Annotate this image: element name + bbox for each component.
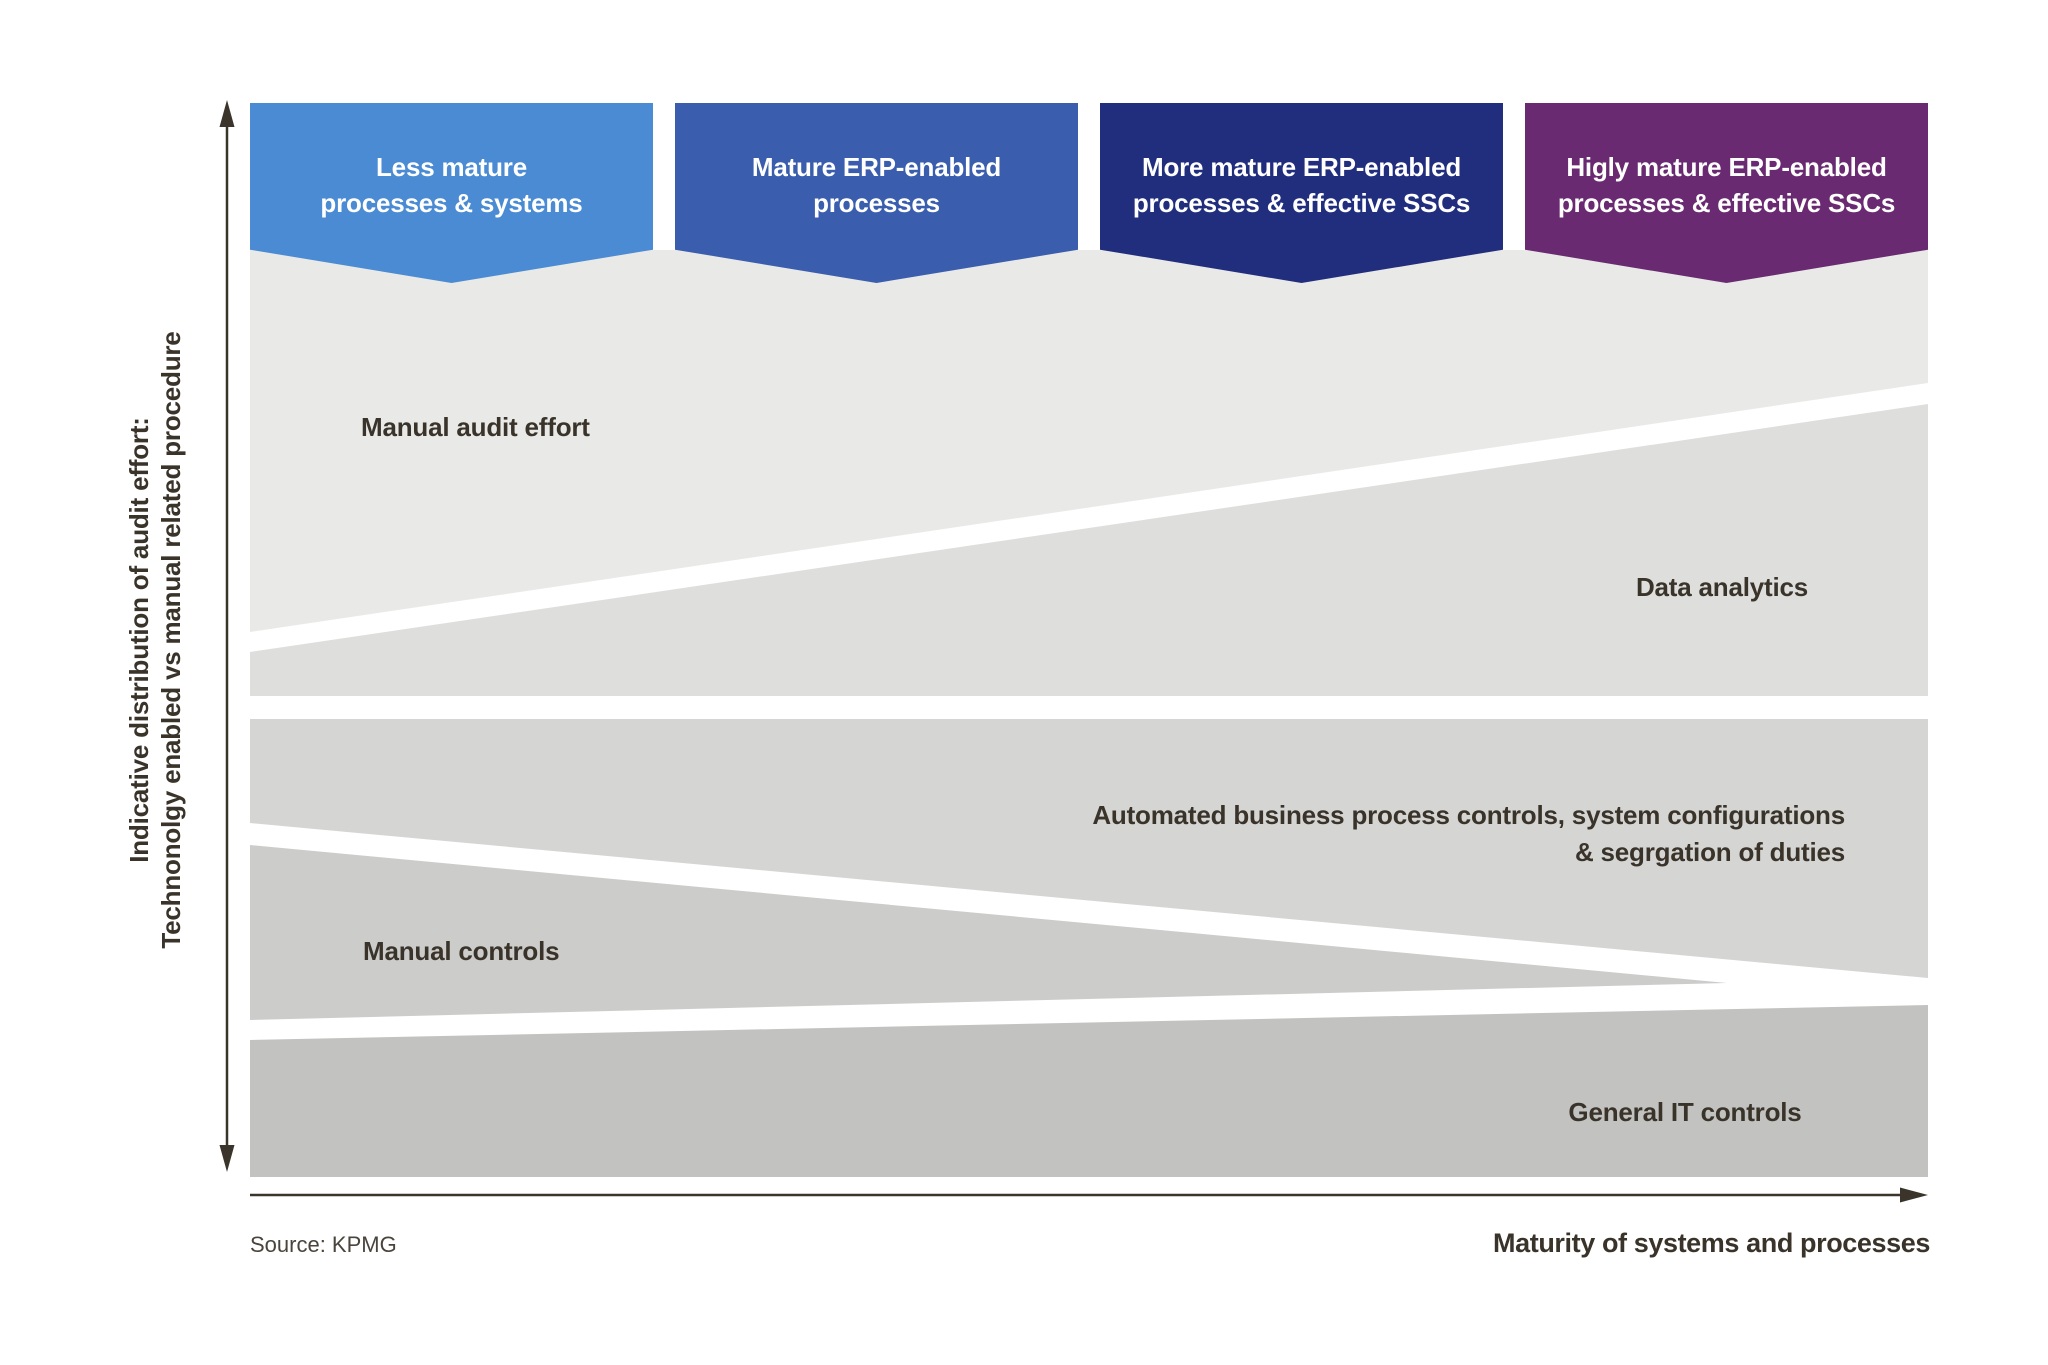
data-analytics-shape [250,404,1928,696]
manual-controls-shape [250,845,1727,1020]
banner-less-mature-line2: processes & systems [320,188,583,218]
y-axis-arrow-down-icon [219,1145,235,1172]
banner-less-mature: Less mature processes & systems [250,103,653,283]
banner-less-mature-line1: Less mature [376,152,527,182]
general-it-controls-shape [250,1005,1928,1177]
banner-highly-mature-erp-line2: processes & effective SSCs [1557,188,1896,218]
data-analytics-label: Data analytics [1635,572,1809,602]
automated-controls-label: Automated business process controls, sys… [1092,797,1845,871]
manual-audit-effort-label: Manual audit effort [361,412,590,442]
banner-more-mature-erp: More mature ERP-enabled processes & effe… [1100,103,1503,283]
source-note: Source: KPMG [250,1232,397,1257]
y-axis-label-line2: Technonolgy enabled vs manual related pr… [156,331,186,949]
automated-controls-shape [250,719,1928,978]
banner-mature-erp-line2: processes [813,188,940,218]
banner-mature-erp-line1: Mature ERP-enabled [751,152,1002,182]
banner-mature-erp: Mature ERP-enabled processes [675,103,1078,283]
y-axis-label: Indicative distribution of audit effort:… [123,140,187,1140]
banner-highly-mature-erp: Higly mature ERP-enabled processes & eff… [1525,103,1928,283]
x-axis-arrow-right-icon [1900,1187,1928,1203]
manual-audit-effort-shape [250,250,1928,632]
banner-highly-mature-erp-line1: Higly mature ERP-enabled [1566,152,1887,182]
automated-controls-label-line2: & segrgation of duties [1574,837,1845,867]
general-it-controls-label: General IT controls [1568,1097,1802,1127]
banner-more-mature-erp-line2: processes & effective SSCs [1132,188,1471,218]
banner-more-mature-erp-line1: More mature ERP-enabled [1141,152,1462,182]
y-axis-label-line1: Indicative distribution of audit effort: [124,417,154,863]
manual-controls-label: Manual controls [363,936,560,966]
y-axis-arrow-up-icon [219,100,235,127]
x-axis-label: Maturity of systems and processes [1493,1228,1930,1258]
automated-controls-label-line1: Automated business process controls, sys… [1092,800,1845,830]
